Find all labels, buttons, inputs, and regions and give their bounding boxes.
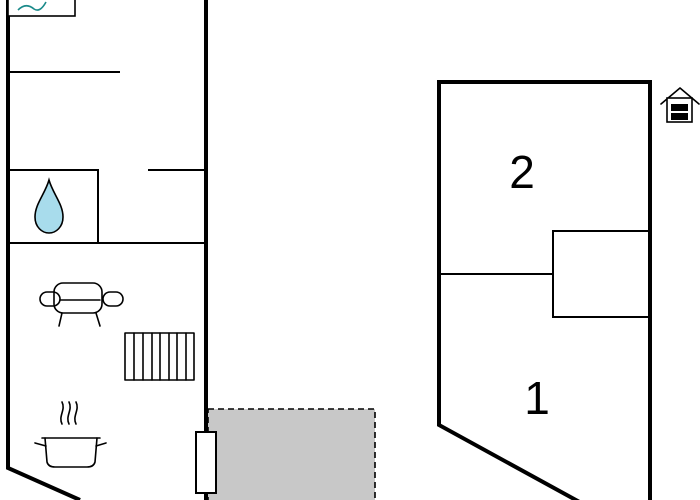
right-building: 2 1 [437, 80, 652, 500]
left-building [6, 0, 208, 500]
cooking-pot-icon [34, 401, 107, 468]
door-frame [195, 431, 217, 494]
radiator-icon [124, 332, 195, 381]
sofa-icon [39, 282, 124, 327]
water-drop-icon [34, 177, 64, 234]
terrace [207, 408, 376, 500]
picture-icon [7, 0, 76, 17]
bathroom-wall [8, 169, 99, 243]
stair-landing [552, 230, 650, 318]
right-outer-wall [437, 80, 652, 500]
room-label-2: 2 [509, 146, 535, 198]
house-floor-icon [660, 87, 700, 123]
room-label-1: 1 [524, 372, 550, 424]
left-outer-wall [6, 0, 81, 500]
